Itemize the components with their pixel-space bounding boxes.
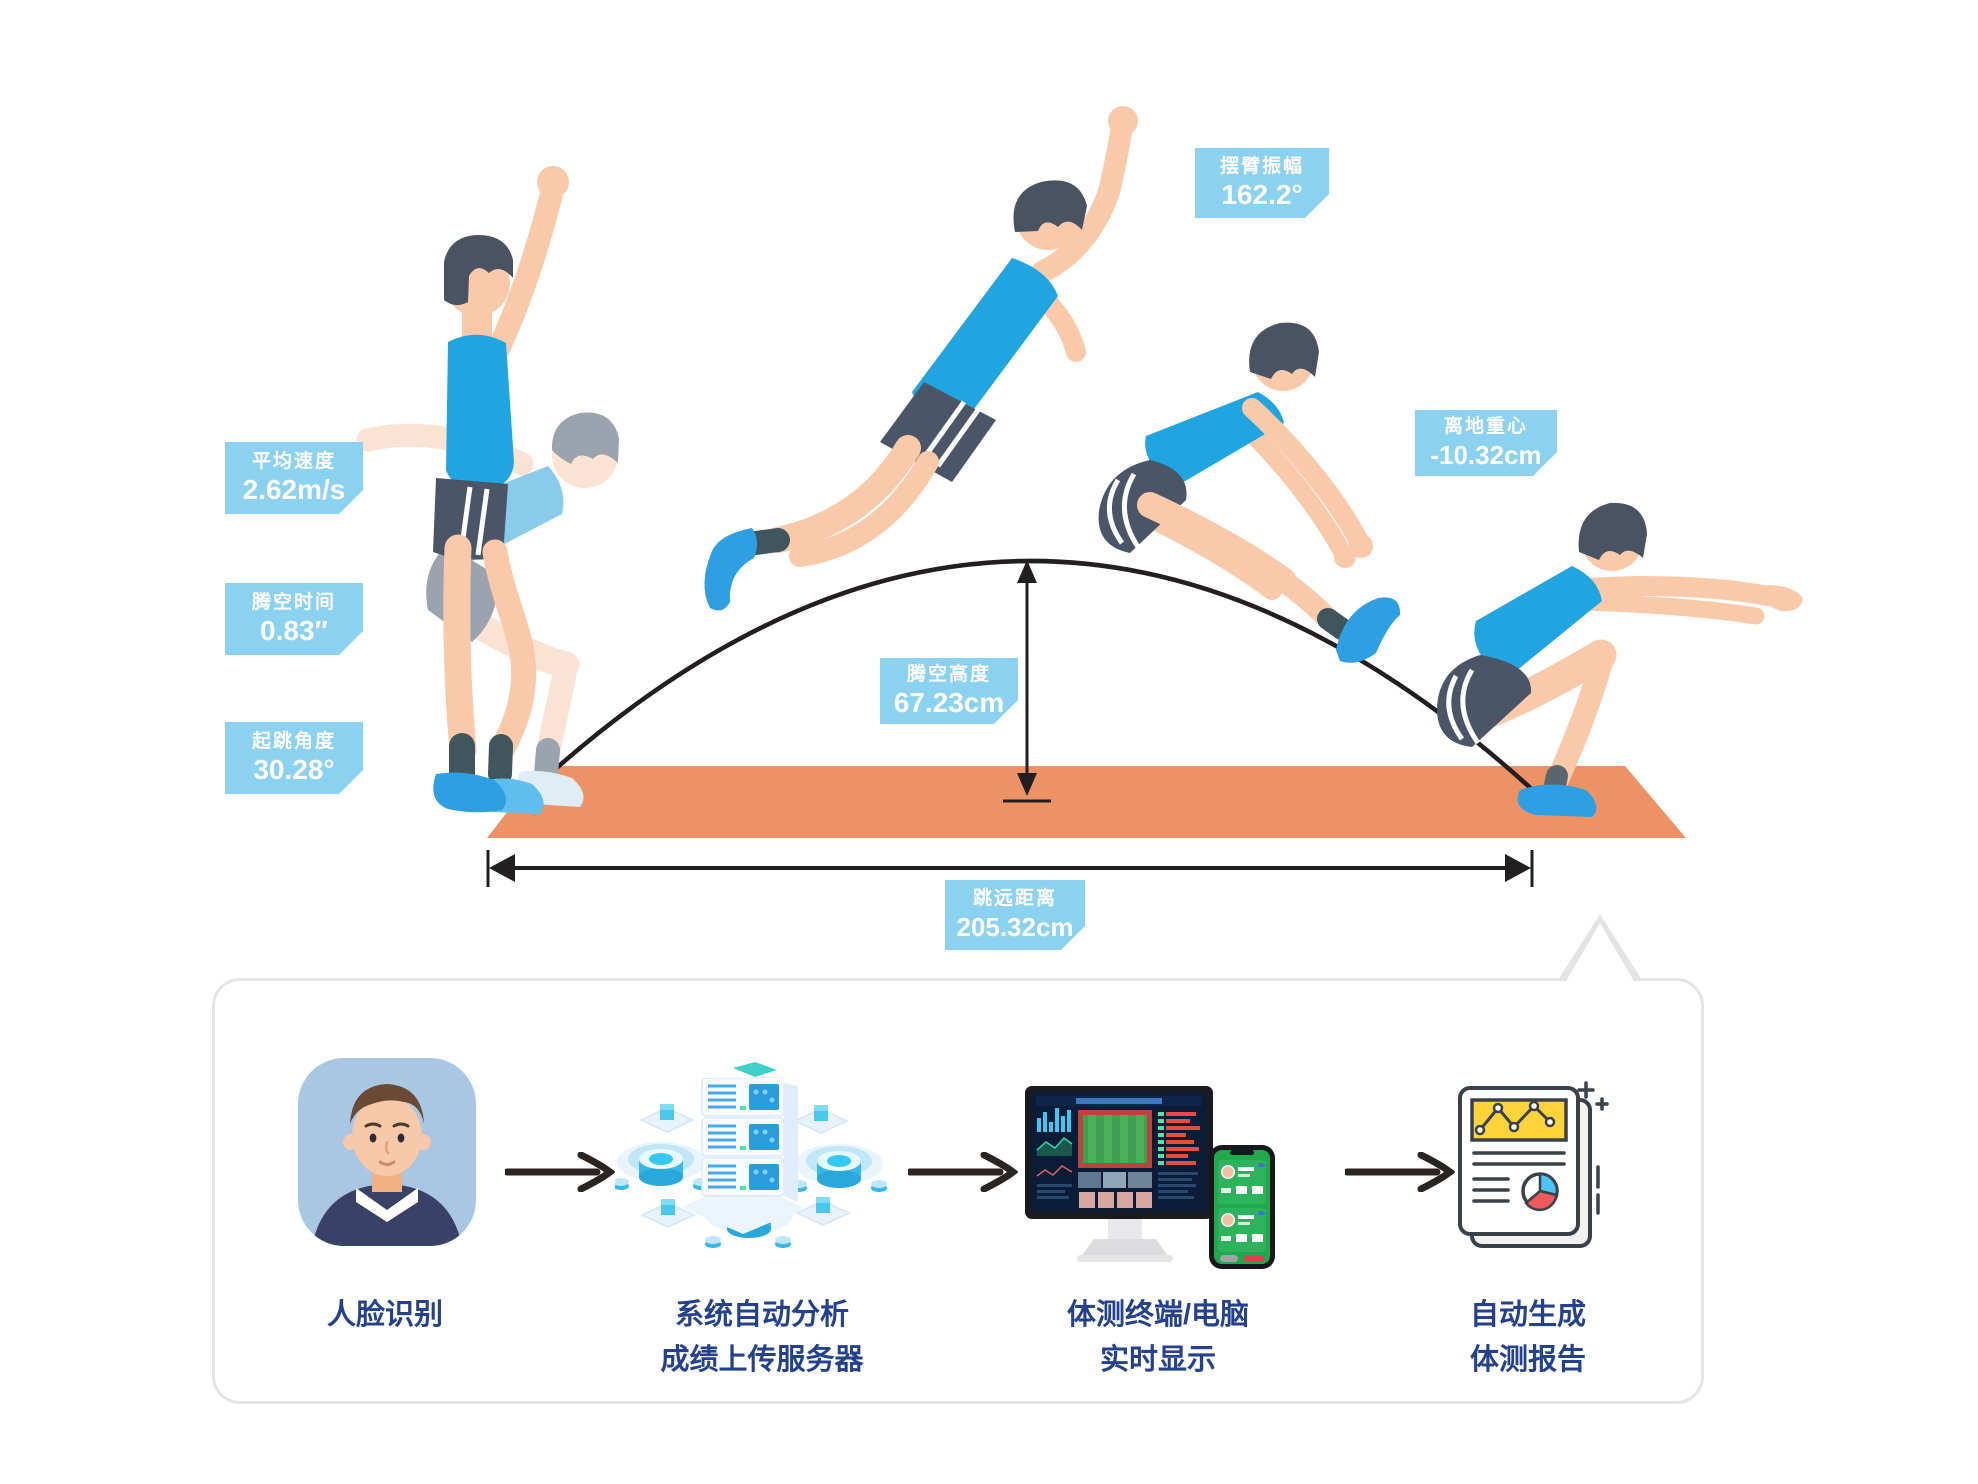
metric-value: 2.62m/s (242, 474, 346, 505)
distance-measure-arrow (486, 850, 1534, 887)
data-node-right (791, 1144, 887, 1192)
flow-arrow-icon (1345, 1152, 1455, 1192)
dashboard-field-view (1078, 1110, 1152, 1208)
metric-title: 腾空时间 (251, 592, 336, 613)
metric-air-height: 腾空高度 67.23cm (880, 658, 1018, 724)
athlete-landing-pose (1437, 502, 1803, 817)
dashboard-right-bars (1158, 1112, 1200, 1199)
metric-title: 跳远距离 (972, 888, 1057, 909)
platform-cubes (660, 1104, 830, 1215)
metric-avg-speed: 平均速度 2.62m/s (225, 442, 363, 514)
dashboard-left-charts (1036, 1108, 1073, 1199)
sand-pit (487, 766, 1686, 838)
step-label-auto-analysis: 系统自动分析 成绩上传服务器 (660, 1299, 864, 1376)
metric-title: 平均速度 (251, 451, 336, 472)
flow-arrow-icon (908, 1152, 1018, 1192)
metric-title: 起跳角度 (251, 731, 336, 752)
report-document-icon (1458, 1081, 1609, 1248)
pie-chart-glyph (1521, 1172, 1559, 1212)
metric-value: 67.23cm (893, 687, 1005, 718)
phone-card (1218, 1160, 1266, 1204)
server-tower (681, 1062, 805, 1234)
metric-title: 摆臂振幅 (1219, 156, 1304, 177)
metric-value: 162.2° (1221, 179, 1303, 210)
phone-card (1218, 1208, 1266, 1252)
metric-value: -10.32cm (1430, 440, 1542, 470)
jump-trajectory-arc (529, 558, 1538, 795)
metric-arm-swing: 摆臂振幅 162.2° (1195, 148, 1329, 218)
metric-title: 腾空高度 (906, 664, 991, 685)
desktop-monitor (1025, 1086, 1213, 1262)
step-label-auto-report: 自动生成 体测报告 (1469, 1299, 1586, 1376)
terminal-monitor-phone-icon (1025, 1086, 1275, 1269)
flow-arrow-icon (505, 1152, 615, 1192)
step-label-face-recognition: 人脸识别 (326, 1299, 443, 1331)
step-label-terminal-display: 体测终端/电脑 实时显示 (1066, 1299, 1250, 1376)
data-node-left (615, 1142, 709, 1190)
athlete-standing-pose (433, 166, 569, 814)
metric-cg-offset: 离地重心 -10.32cm (1415, 410, 1557, 476)
metric-jump-distance: 跳远距离 205.32cm (945, 880, 1085, 950)
metric-title: 离地重心 (1443, 416, 1528, 437)
mobile-phone (1209, 1145, 1275, 1269)
height-measure-arrow (1003, 560, 1051, 803)
metric-value: 205.32cm (956, 912, 1074, 942)
metric-air-time: 腾空时间 0.83″ (225, 583, 363, 655)
face-avatar-icon (298, 1058, 476, 1246)
athlete-descent-pose (1098, 322, 1401, 663)
metric-takeoff-angle: 起跳角度 30.28° (225, 722, 363, 794)
sparkle-plus-icons (1577, 1081, 1609, 1215)
metric-value: 30.28° (253, 754, 335, 785)
jump-sequence-illustration (356, 106, 1803, 887)
metric-value: 0.83″ (260, 615, 328, 646)
server-cluster-icon (615, 1062, 887, 1248)
athlete-flight-pose (704, 106, 1138, 611)
